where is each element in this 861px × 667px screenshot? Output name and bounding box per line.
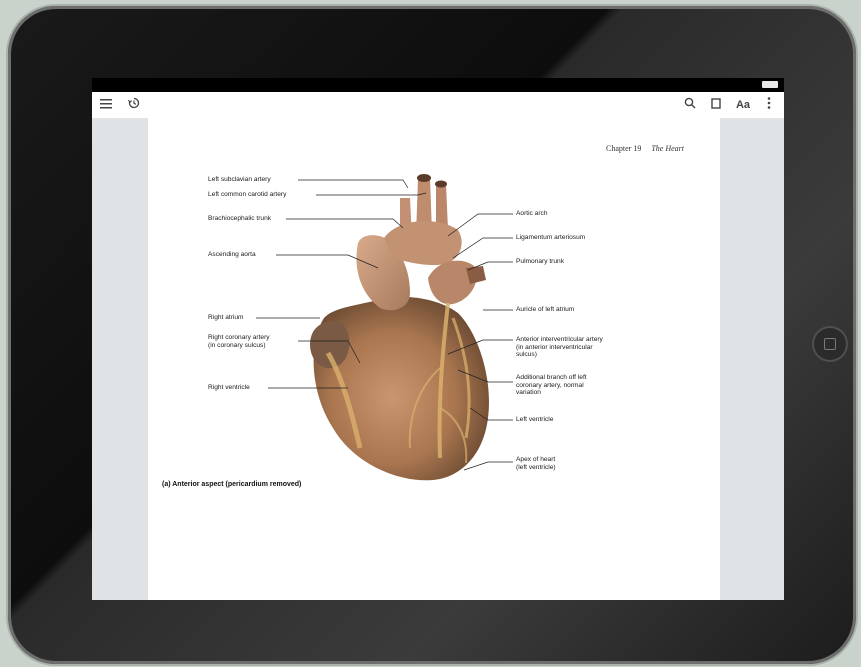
home-button[interactable] (812, 326, 848, 362)
label-right-atrium: Right atrium (208, 314, 244, 322)
label-ascending-aorta: Ascending aorta (208, 251, 256, 259)
label-ligamentum-arteriosum: Ligamentum arteriosum (516, 234, 585, 242)
figure-caption: (a) Anterior aspect (pericardium removed… (162, 481, 301, 488)
ebook-reader-screen: Aa Chapter 19 The Heart (92, 78, 784, 600)
bookmark-icon[interactable] (706, 95, 726, 115)
label-additional-branch: Additional branch off left coronary arte… (516, 374, 587, 397)
label-anterior-interventricular-artery: Anterior interventricular artery (in ant… (516, 336, 603, 359)
label-pulmonary-trunk: Pulmonary trunk (516, 258, 564, 266)
status-bar (92, 78, 784, 92)
book-page: Chapter 19 The Heart (148, 118, 720, 600)
heart-illustration (310, 174, 489, 480)
label-apex-of-heart: Apex of heart (left ventricle) (516, 456, 556, 471)
more-vertical-icon[interactable] (762, 95, 776, 115)
hamburger-menu-icon[interactable] (96, 95, 116, 115)
label-left-ventricle: Left ventricle (516, 416, 553, 424)
label-aortic-arch: Aortic arch (516, 210, 548, 218)
battery-icon (762, 81, 778, 88)
label-right-ventricle: Right ventricle (208, 384, 250, 392)
font-size-button[interactable]: Aa (732, 95, 754, 115)
reader-toolbar: Aa (92, 92, 784, 119)
label-left-subclavian-artery: Left subclavian artery (208, 176, 271, 184)
search-icon[interactable] (680, 95, 700, 115)
label-auricle-left-atrium: Auricle of left atrium (516, 306, 574, 314)
label-right-coronary-artery: Right coronary artery (in coronary sulcu… (208, 334, 270, 349)
history-icon[interactable] (124, 95, 144, 115)
label-left-common-carotid-artery: Left common carotid artery (208, 191, 286, 199)
label-brachiocephalic-trunk: Brachiocephalic trunk (208, 215, 271, 223)
